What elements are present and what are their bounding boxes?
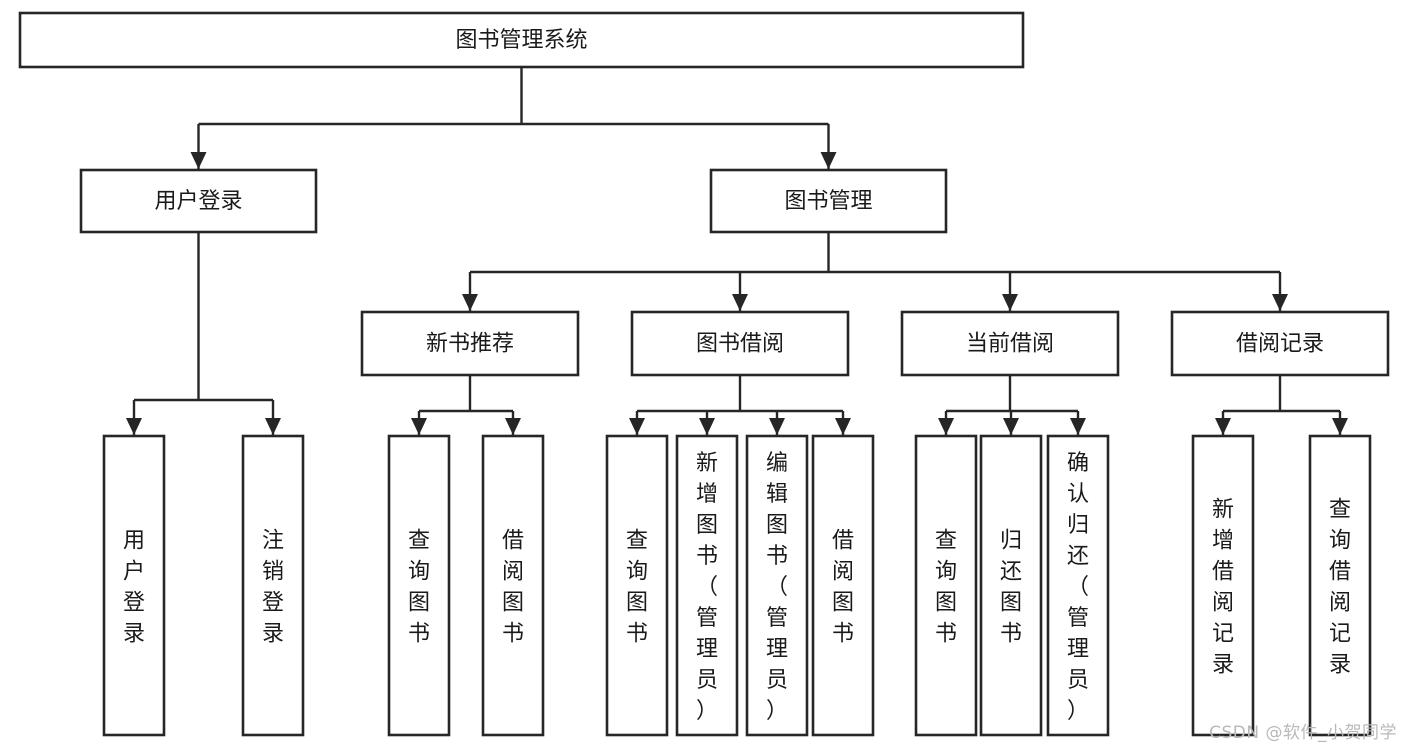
- node-leaf-7-label: 借阅图书: [832, 529, 854, 647]
- node-level2-0[interactable]: 新书推荐: [360, 310, 580, 377]
- node-leaf-2-label: 查询图书: [408, 529, 430, 647]
- node-leaf-7-box[interactable]: [811, 434, 875, 737]
- watermark-text: CSDN @软件_小贺同学: [1209, 723, 1397, 743]
- edge-book-mgmt-arrow-3: [1272, 294, 1288, 311]
- node-leaf-12-label: 查询借阅记录: [1329, 498, 1351, 678]
- edge-l2-3-arrow-1: [1332, 418, 1348, 435]
- edge-l2-2-arrow-2: [1070, 418, 1086, 435]
- node-leaf-11[interactable]: 新增借阅记录: [1191, 434, 1255, 737]
- edge-l2-3-arrow-0: [1215, 418, 1231, 435]
- node-leaf-10[interactable]: 确认归还（管理员）: [1046, 434, 1110, 737]
- node-leaf-10-box[interactable]: [1046, 434, 1110, 737]
- node-leaf-2[interactable]: 查询图书: [387, 434, 451, 737]
- node-leaf-8-box[interactable]: [914, 434, 978, 737]
- node-leaf-1-box[interactable]: [241, 434, 305, 737]
- node-level1-1-box[interactable]: [709, 168, 948, 234]
- node-root-box[interactable]: [18, 11, 1025, 69]
- edge-l2-1-arrow-1: [699, 418, 715, 435]
- node-level2-2[interactable]: 当前借阅: [900, 310, 1120, 377]
- node-level2-0-label: 新书推荐: [426, 332, 514, 357]
- node-leaf-0-label: 用户登录: [123, 529, 145, 647]
- edge-book-mgmt-arrow-1: [732, 294, 748, 311]
- node-level2-2-box[interactable]: [900, 310, 1120, 377]
- node-layer: 图书管理系统用户登录图书管理新书推荐图书借阅当前借阅借阅记录用户登录注销登录查询…: [18, 11, 1390, 737]
- node-leaf-11-label: 新增借阅记录: [1212, 498, 1234, 678]
- node-level1-1[interactable]: 图书管理: [709, 168, 948, 234]
- node-leaf-6[interactable]: 编辑图书（管理员）: [745, 434, 809, 737]
- node-leaf-6-label: 编辑图书（管理员）: [766, 451, 788, 724]
- node-leaf-8-label: 查询图书: [935, 529, 957, 647]
- edge-l1-0-arrow-0: [126, 418, 142, 435]
- node-level2-1[interactable]: 图书借阅: [630, 310, 850, 377]
- edge-l2-0-arrow-0: [411, 418, 427, 435]
- node-root-label: 图书管理系统: [455, 28, 587, 53]
- node-leaf-9[interactable]: 归还图书: [979, 434, 1043, 737]
- node-leaf-7[interactable]: 借阅图书: [811, 434, 875, 737]
- node-level1-0-label: 用户登录: [154, 189, 242, 214]
- node-level1-0[interactable]: 用户登录: [79, 168, 318, 234]
- node-leaf-2-box[interactable]: [387, 434, 451, 737]
- node-leaf-4[interactable]: 查询图书: [605, 434, 669, 737]
- edge-l2-0-arrow-1: [505, 418, 521, 435]
- node-level2-3[interactable]: 借阅记录: [1170, 310, 1390, 377]
- node-leaf-1-label: 注销登录: [262, 529, 284, 647]
- node-leaf-4-box[interactable]: [605, 434, 669, 737]
- node-leaf-5-label: 新增图书（管理员）: [696, 451, 718, 724]
- edge-l2-1-arrow-0: [629, 418, 645, 435]
- node-leaf-5[interactable]: 新增图书（管理员）: [675, 434, 739, 737]
- node-level2-3-label: 借阅记录: [1236, 332, 1324, 357]
- edge-book-mgmt-arrow-2: [1002, 294, 1018, 311]
- edge-l2-2-arrow-0: [938, 418, 954, 435]
- node-leaf-3-box[interactable]: [481, 434, 545, 737]
- node-level1-0-box[interactable]: [79, 168, 318, 234]
- edge-l2-1-arrow-2: [769, 418, 785, 435]
- node-leaf-11-box[interactable]: [1191, 434, 1255, 737]
- node-leaf-0[interactable]: 用户登录: [102, 434, 166, 737]
- edge-root-arrow-1: [820, 152, 837, 169]
- edge-root-arrow-0: [190, 152, 207, 169]
- node-leaf-1[interactable]: 注销登录: [241, 434, 305, 737]
- edge-book-mgmt-arrow-0: [462, 294, 478, 311]
- node-leaf-8[interactable]: 查询图书: [914, 434, 978, 737]
- node-level2-0-box[interactable]: [360, 310, 580, 377]
- node-leaf-9-box[interactable]: [979, 434, 1043, 737]
- node-level2-2-label: 当前借阅: [966, 332, 1054, 357]
- edge-l2-1-arrow-3: [835, 418, 851, 435]
- node-leaf-3[interactable]: 借阅图书: [481, 434, 545, 737]
- node-leaf-4-label: 查询图书: [626, 529, 648, 647]
- node-leaf-6-box[interactable]: [745, 434, 809, 737]
- node-root[interactable]: 图书管理系统: [18, 11, 1025, 69]
- edge-layer: [126, 67, 1348, 435]
- edge-l1-0-arrow-1: [265, 418, 281, 435]
- node-leaf-12-box[interactable]: [1308, 434, 1372, 737]
- node-leaf-10-label: 确认归还（管理员）: [1067, 451, 1089, 724]
- node-leaf-5-box[interactable]: [675, 434, 739, 737]
- edge-l2-2-arrow-1: [1003, 418, 1019, 435]
- node-level2-3-box[interactable]: [1170, 310, 1390, 377]
- node-leaf-9-label: 归还图书: [1000, 529, 1022, 647]
- node-level2-1-label: 图书借阅: [696, 332, 784, 357]
- node-level2-1-box[interactable]: [630, 310, 850, 377]
- node-level1-1-label: 图书管理: [784, 189, 872, 214]
- node-leaf-12[interactable]: 查询借阅记录: [1308, 434, 1372, 737]
- node-leaf-0-box[interactable]: [102, 434, 166, 737]
- node-leaf-3-label: 借阅图书: [502, 529, 524, 647]
